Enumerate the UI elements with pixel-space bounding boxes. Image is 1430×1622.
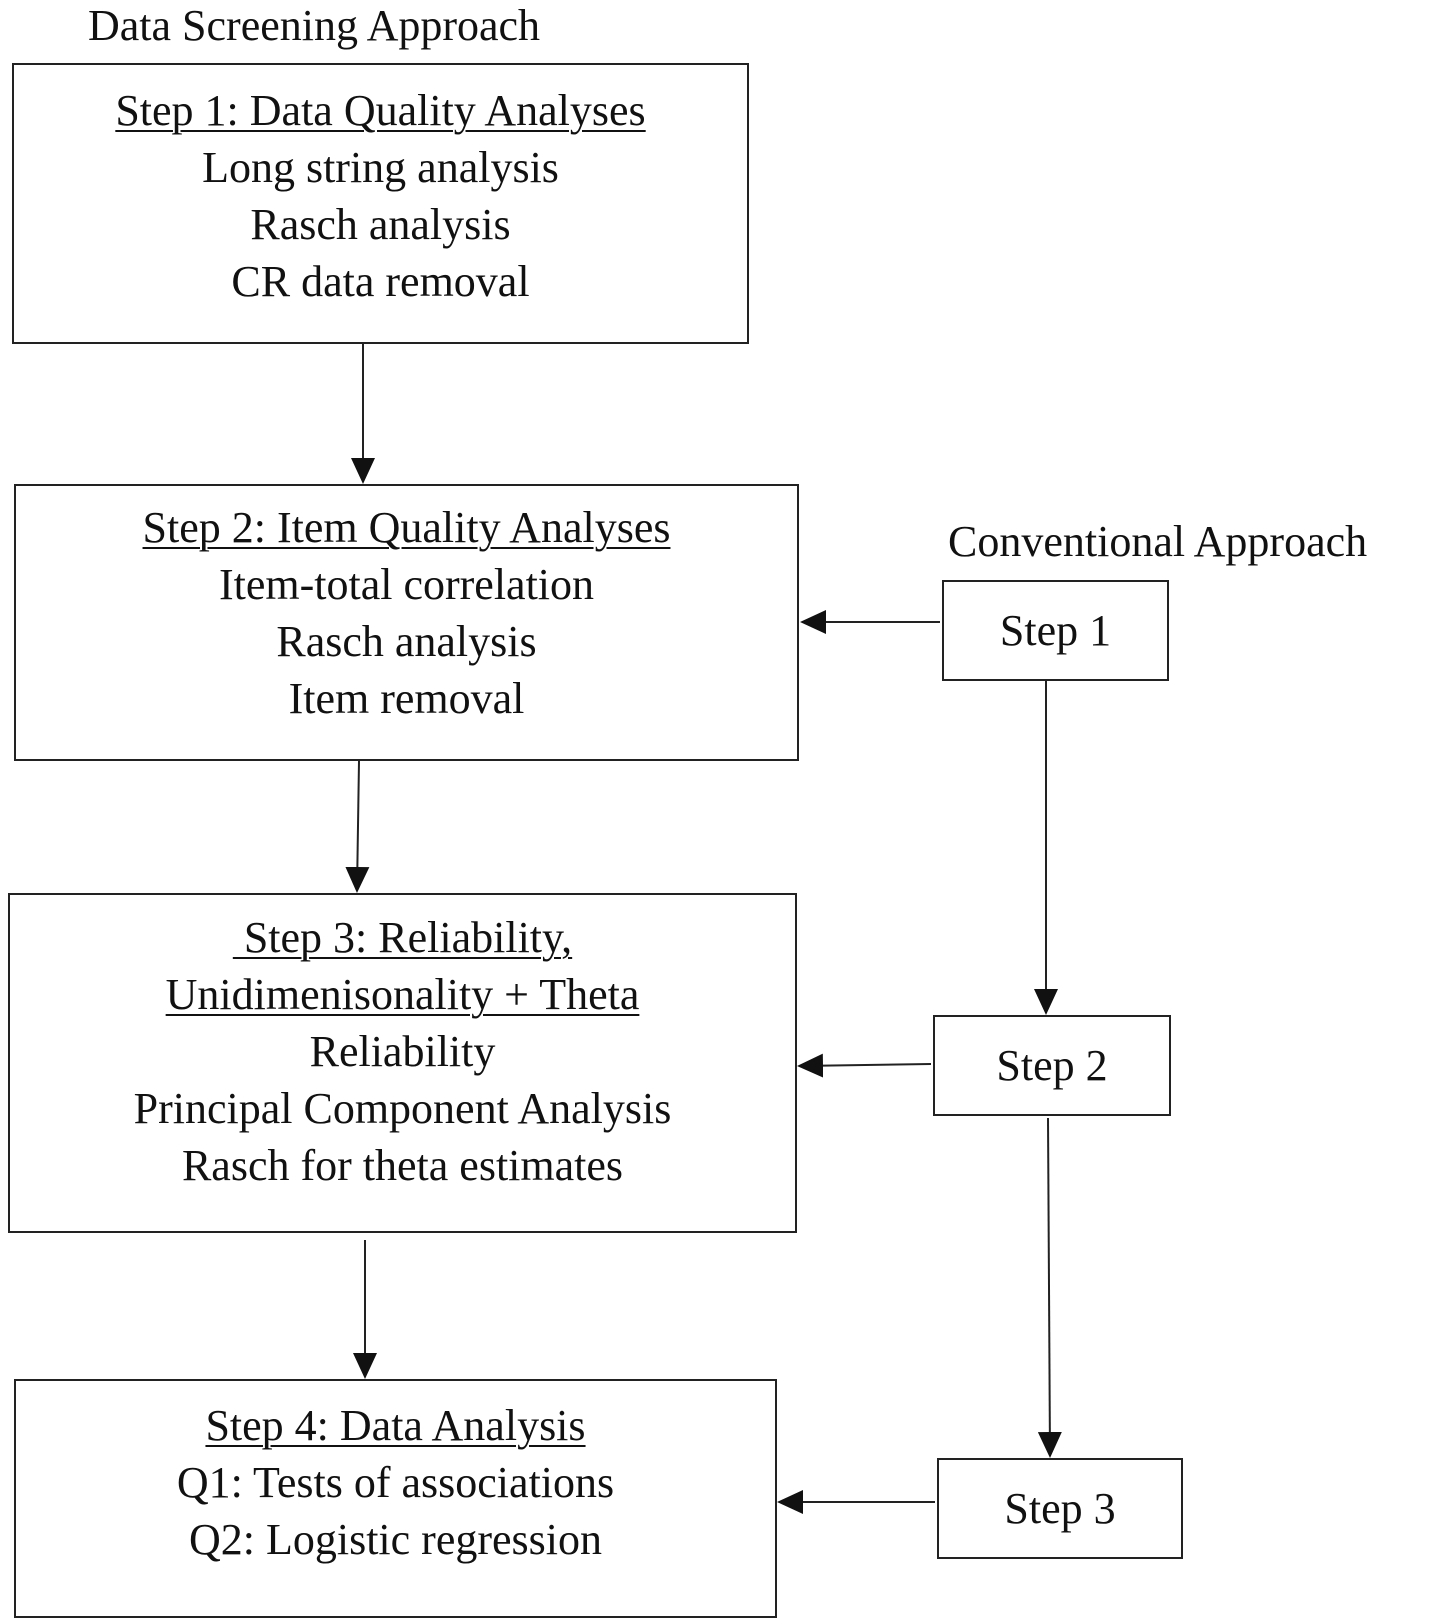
arrow-screening-2-to-3 xyxy=(345,760,370,893)
screening-step-4-box: Step 4: Data Analysis Q1: Tests of assoc… xyxy=(14,1379,777,1618)
screening-step-2-title: Step 2: Item Quality Analyses xyxy=(142,503,671,552)
data-screening-heading: Data Screening Approach xyxy=(88,1,541,50)
screening-step-3-item: Reliability xyxy=(309,1027,496,1076)
conventional-step-1-box: Step 1 xyxy=(942,580,1169,681)
screening-step-1-item: CR data removal xyxy=(231,257,530,306)
arrow-conventional-2-to-3 xyxy=(1037,1117,1062,1458)
screening-step-3-box: Step 3: Reliability, Unidimenisonality +… xyxy=(8,893,797,1233)
screening-step-4-title: Step 4: Data Analysis xyxy=(205,1401,586,1450)
screening-step-3-item: Principal Component Analysis xyxy=(133,1084,672,1133)
conventional-heading: Conventional Approach xyxy=(948,517,1368,566)
screening-step-1-title: Step 1: Data Quality Analyses xyxy=(115,86,646,135)
screening-step-1-box: Step 1: Data Quality Analyses Long strin… xyxy=(12,63,749,344)
screening-step-4-item: Q1: Tests of associations xyxy=(176,1458,615,1507)
screening-step-4-item: Q2: Logistic regression xyxy=(188,1515,603,1564)
arrow-conventional-2-to-screening-3 xyxy=(797,1053,932,1078)
screening-step-1-item: Rasch analysis xyxy=(250,200,511,249)
screening-step-1-item: Long string analysis xyxy=(202,143,559,192)
screening-step-2-item: Item removal xyxy=(288,674,525,723)
screening-step-2-box: Step 2: Item Quality Analyses Item-total… xyxy=(14,484,799,761)
screening-step-3-title: Unidimenisonality + Theta xyxy=(165,970,640,1019)
screening-step-2-item: Item-total correlation xyxy=(218,560,595,609)
conventional-step-2-box: Step 2 xyxy=(933,1015,1171,1116)
screening-step-2-item: Rasch analysis xyxy=(276,617,537,666)
screening-step-3-title: Step 3: Reliability, xyxy=(232,913,573,962)
screening-step-3-item: Rasch for theta estimates xyxy=(181,1141,624,1190)
conventional-step-3-box: Step 3 xyxy=(937,1458,1183,1559)
